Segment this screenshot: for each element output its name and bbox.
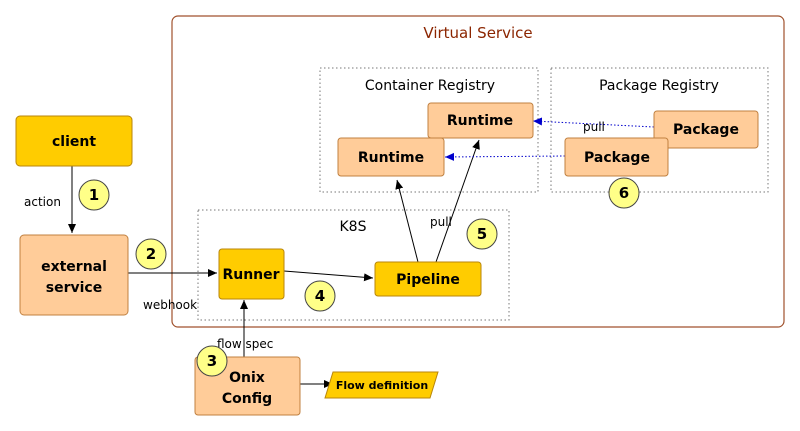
edge-label-pull-pipeline: pull	[430, 215, 452, 229]
step-2-circle	[135, 238, 167, 270]
flow-definition-node	[324, 371, 439, 399]
k8s-group	[197, 209, 510, 321]
package-front-label: Package	[584, 150, 650, 166]
package-registry-group	[550, 67, 769, 193]
step-5-circle	[466, 218, 498, 250]
step-6-label: 6	[619, 184, 629, 202]
runtime-back-node	[427, 102, 534, 139]
virtual-service-boundary	[171, 15, 785, 328]
k8s-label: K8S	[340, 219, 367, 235]
edge-label-pull-registry: pull	[583, 120, 605, 134]
external-service-node	[19, 234, 129, 316]
edge-package-back-pull-runtime-back	[532, 117, 655, 128]
onix-config-label-line2: Config	[222, 391, 272, 407]
step-4-label: 4	[315, 287, 325, 305]
edge-package-front-pull-runtime-front	[444, 152, 566, 161]
edge-label-flow-spec: flow spec	[217, 337, 273, 351]
package-back-label: Package	[673, 122, 739, 138]
container-registry-group	[319, 67, 539, 193]
step-3-label: 3	[207, 352, 217, 370]
flow-definition-label: Flow definition	[336, 379, 428, 392]
pipeline-label: Pipeline	[396, 272, 460, 288]
package-back-node	[653, 110, 759, 149]
runner-label: Runner	[222, 267, 279, 283]
runtime-front-node	[337, 137, 445, 177]
edge-runner-to-pipeline	[283, 270, 374, 282]
package-registry-label: Package Registry	[599, 78, 719, 94]
step-3-circle	[196, 345, 228, 377]
external-service-label-line1: external	[41, 259, 107, 275]
onix-config-label-line1: Onix	[229, 370, 265, 386]
client-node	[15, 115, 133, 167]
edge-pipeline-pull-runtime-front	[395, 179, 419, 263]
pipeline-node	[374, 261, 482, 297]
step-1-circle	[78, 179, 110, 211]
step-4-circle	[304, 280, 336, 312]
edge-pipeline-pull-runtime-back	[435, 139, 480, 263]
step-6-circle	[608, 177, 640, 209]
step-5-label: 5	[477, 225, 487, 243]
runtime-front-label: Runtime	[358, 150, 424, 166]
step-2-label: 2	[146, 245, 156, 263]
step-1-label: 1	[89, 186, 99, 204]
package-front-node	[564, 137, 669, 177]
edge-label-action: action	[24, 195, 61, 209]
edge-label-webhook: webhook	[143, 298, 197, 312]
external-service-label-line2: service	[46, 280, 102, 296]
runtime-back-label: Runtime	[447, 113, 513, 129]
runner-node	[218, 248, 285, 300]
virtual-service-title: Virtual Service	[423, 24, 532, 42]
client-label: client	[52, 134, 96, 150]
container-registry-label: Container Registry	[365, 78, 495, 94]
